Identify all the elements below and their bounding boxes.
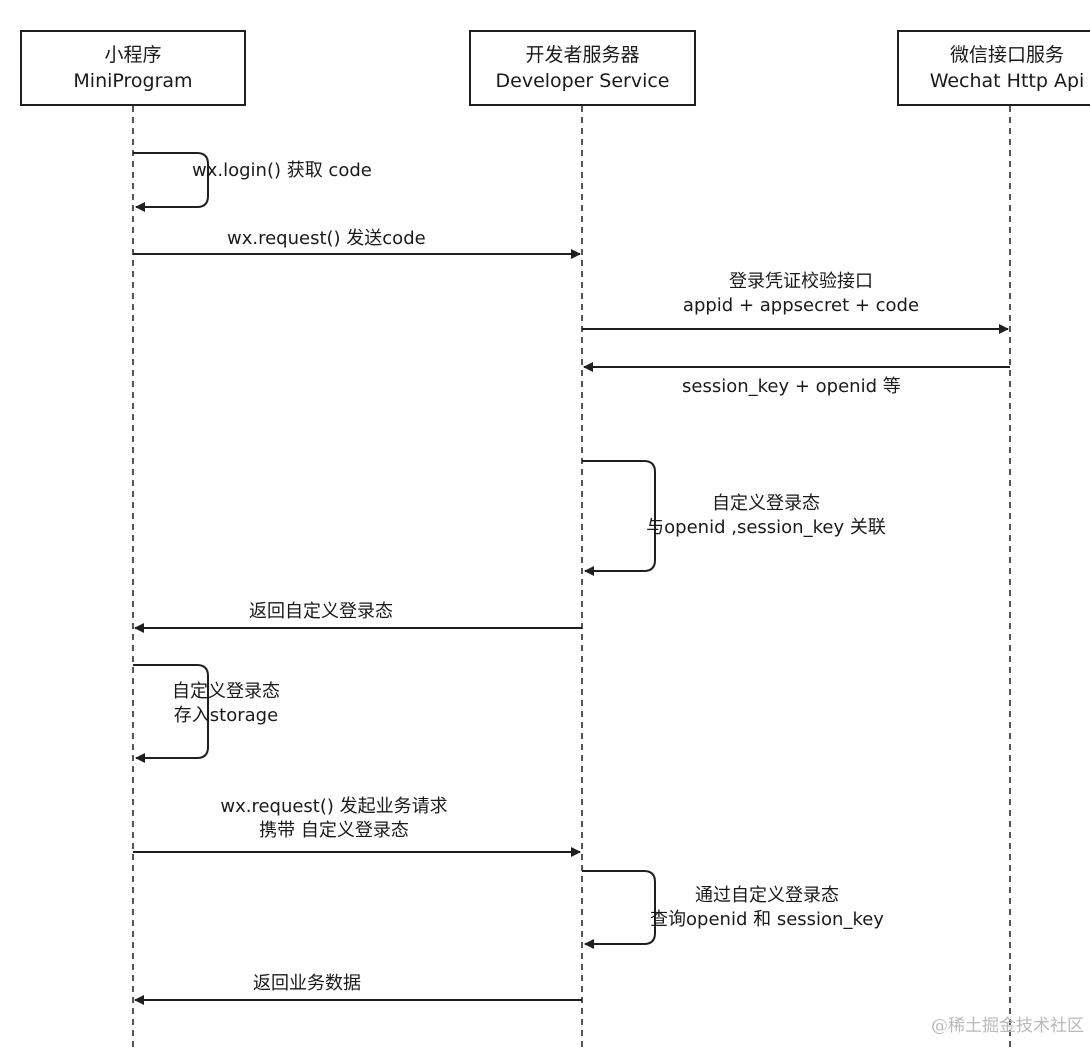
message-line: 携带 自定义登录态	[259, 820, 409, 841]
message-label-send-code: wx.request() 发送code	[227, 227, 426, 251]
message-line: 自定义登录态	[172, 681, 280, 702]
participant-developer-service: 开发者服务器 Developer Service	[469, 30, 696, 106]
message-line: 返回自定义登录态	[249, 601, 393, 622]
participant-developer-cn: 开发者服务器	[525, 44, 640, 66]
message-line: 存入storage	[173, 705, 279, 726]
message-line: wx.request() 发起业务请求	[220, 796, 448, 817]
self-loop-arrow-store	[133, 664, 209, 763]
message-line: 返回业务数据	[253, 973, 361, 994]
self-loop-arrow-query	[582, 870, 656, 949]
participant-wechat-en: Wechat Http Api	[929, 70, 1085, 92]
self-loop-arrow-associate	[582, 460, 656, 576]
message-label-store: 自定义登录态 存入storage	[126, 680, 326, 728]
message-label-wx-login: wx.login() 获取 code	[192, 159, 372, 183]
message-line: wx.login() 获取 code	[192, 160, 372, 181]
message-label-return-business-data: 返回业务数据	[253, 972, 361, 996]
participant-miniprogram-en: MiniProgram	[73, 70, 193, 92]
participant-miniprogram: 小程序 MiniProgram	[20, 30, 246, 106]
message-label-business-request: wx.request() 发起业务请求 携带 自定义登录态	[184, 795, 484, 843]
self-loop-arrow-wx-login	[133, 152, 209, 212]
message-line: 查询openid 和 session_key	[650, 909, 884, 930]
message-label-associate: 自定义登录态 与openid ,session_key 关联	[616, 492, 916, 540]
participant-developer-en: Developer Service	[495, 70, 670, 92]
message-label-query: 通过自定义登录态 查询openid 和 session_key	[617, 884, 917, 932]
message-line: appid + appsecret + code	[682, 295, 920, 316]
message-line: 与openid ,session_key 关联	[646, 517, 886, 538]
message-label-verify-code: 登录凭证校验接口 appid + appsecret + code	[651, 270, 951, 318]
watermark: @稀土掘金技术社区	[931, 1016, 1084, 1036]
participant-wechat-api: 微信接口服务 Wechat Http Api	[897, 30, 1090, 106]
participant-wechat-cn: 微信接口服务	[949, 44, 1064, 66]
message-line: wx.request() 发送code	[227, 228, 426, 249]
message-label-return-session: session_key + openid 等	[682, 375, 901, 399]
message-label-return-login-state: 返回自定义登录态	[249, 600, 393, 624]
message-line: 自定义登录态	[712, 493, 820, 514]
participant-miniprogram-cn: 小程序	[104, 44, 162, 66]
message-line: 通过自定义登录态	[695, 885, 839, 906]
message-line: session_key + openid 等	[682, 376, 901, 397]
message-line: 登录凭证校验接口	[729, 271, 873, 292]
